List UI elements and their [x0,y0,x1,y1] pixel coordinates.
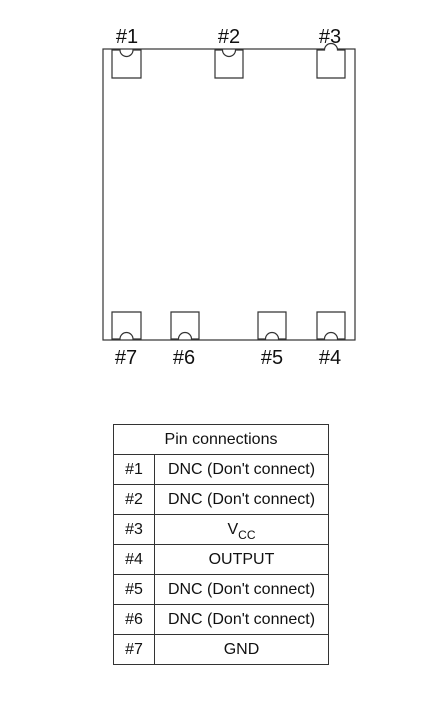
table-header-row: Pin connections [113,424,329,455]
pad-7 [111,311,142,340]
pin-label-6: #6 [172,347,196,369]
pin-function: DNC (Don't connect) [154,604,329,635]
table-row: #2 DNC (Don't connect) [113,484,329,515]
table-row: #4 OUTPUT [113,544,329,575]
pin-connections-table: Pin connections #1 DNC (Don't connect) #… [113,424,329,665]
pin-label-3: #3 [318,26,342,48]
pin-function: GND [154,634,329,665]
pin-label-2: #2 [217,26,241,48]
pad-2 [214,49,244,79]
pin-label-4: #4 [318,347,342,369]
table-row: #1 DNC (Don't connect) [113,454,329,485]
vcc-main: V [227,520,239,538]
package-body [102,48,356,341]
package-diagram [102,42,356,341]
pin-number: #6 [113,604,155,635]
pad-5 [257,311,287,340]
pad-6 [170,311,200,340]
table-row: #3 VCC [113,514,329,545]
vcc-subscript: CC [238,527,256,542]
table-row: #6 DNC (Don't connect) [113,604,329,635]
pin-function: DNC (Don't connect) [154,574,329,605]
pin-function-vcc: VCC [154,514,329,545]
pin-number: #5 [113,574,155,605]
pin-function: OUTPUT [154,544,329,575]
pin-function: DNC (Don't connect) [154,454,329,485]
pin-number: #1 [113,454,155,485]
table-header: Pin connections [113,424,329,455]
table-row: #5 DNC (Don't connect) [113,574,329,605]
pin-number: #7 [113,634,155,665]
pad-1 [111,49,142,79]
pin-number: #4 [113,544,155,575]
pin-label-5: #5 [260,347,284,369]
pin-number: #3 [113,514,155,545]
pin-function: DNC (Don't connect) [154,484,329,515]
pin-label-7: #7 [114,347,138,369]
pad-3 [316,42,346,79]
table-row: #7 GND [113,634,329,665]
pin-number: #2 [113,484,155,515]
pad-4 [316,311,346,340]
pin-label-1: #1 [115,26,139,48]
